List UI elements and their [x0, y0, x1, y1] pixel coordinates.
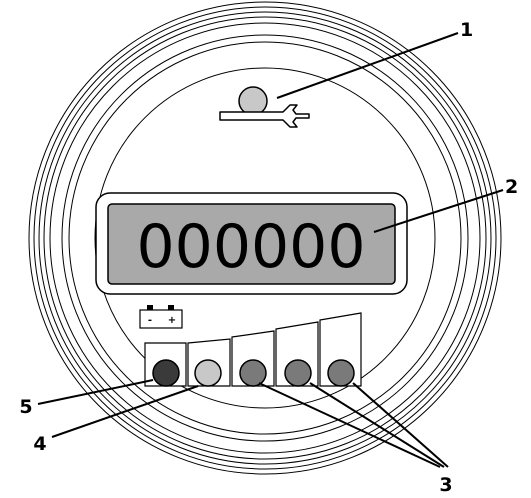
indicator-lamp-light	[195, 360, 221, 386]
callout-1: 1	[460, 19, 473, 41]
service-lamp	[239, 87, 267, 115]
indicator-lamp-5	[328, 360, 354, 386]
callout-5: 5	[19, 396, 32, 418]
leader-line-3a	[259, 383, 440, 467]
lcd-reading: 000000	[136, 212, 365, 282]
battery-plus-sign: +	[168, 315, 176, 326]
leader-line-4	[52, 386, 198, 437]
callout-2: 2	[505, 176, 518, 198]
leader-line-5	[38, 380, 153, 404]
battery-minus-sign: -	[148, 315, 152, 326]
callout-4: 4	[33, 433, 46, 455]
battery-terminal-right	[168, 305, 174, 310]
indicator-lamp-dark	[153, 360, 179, 386]
indicator-lamp-4	[285, 360, 311, 386]
indicator-lamp-3	[240, 360, 266, 386]
service-indicator	[220, 87, 309, 127]
battery-icon: - +	[140, 305, 182, 328]
battery-terminal-left	[147, 305, 153, 310]
lcd-display: 000000	[96, 193, 407, 294]
callout-3: 3	[439, 474, 452, 496]
